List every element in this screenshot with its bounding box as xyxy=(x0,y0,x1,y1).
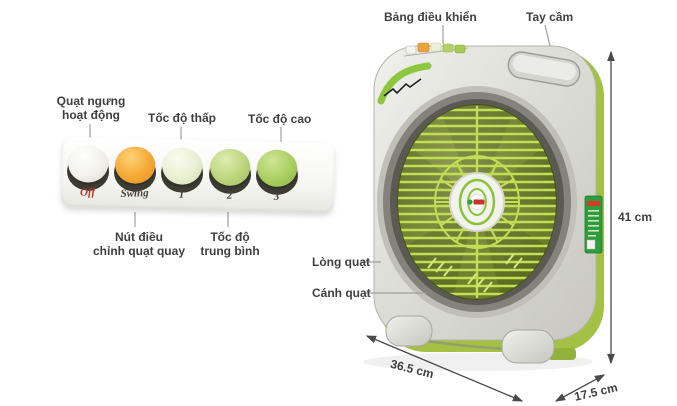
speed-3-button-label: 3 xyxy=(273,190,280,203)
speed-1-button-label: 1 xyxy=(178,188,185,201)
label-control-panel: Bảng điều khiển xyxy=(384,10,477,24)
brand-squiggle-icon xyxy=(377,62,432,105)
side-sticker xyxy=(584,195,603,254)
label-swing-button: Nút điều chỉnh quạt quay xyxy=(92,230,185,259)
hub-logo xyxy=(449,172,505,232)
label-cage: Lòng quạt xyxy=(312,255,370,269)
dimension-height: 41 cm xyxy=(618,210,653,224)
label-medium-speed: Tốc độ trung bình xyxy=(200,230,260,259)
hub-fins xyxy=(434,155,520,249)
speed-2-button-label: 2 xyxy=(226,189,233,202)
depth-arrow xyxy=(554,374,606,402)
top-control-buttons xyxy=(403,42,469,57)
label-handle: Tay cầm xyxy=(526,10,574,24)
label-low-speed: Tốc độ thấp xyxy=(148,111,216,125)
speed-2-button: 2 xyxy=(206,144,253,209)
swing-button-label: Swing xyxy=(120,187,149,200)
speed-3-button: 3 xyxy=(253,145,300,210)
control-buttons-closeup: Off Swing 1 2 3 xyxy=(61,136,335,214)
speed-1-button: 1 xyxy=(158,143,205,208)
label-blades: Cánh quạt xyxy=(312,286,371,300)
label-stop-function: Quạt ngưng hoạt động xyxy=(56,94,126,123)
blade-highlights xyxy=(427,253,523,293)
off-button-label: Off xyxy=(79,186,96,199)
off-button: Off xyxy=(64,141,111,206)
width-arrow xyxy=(365,335,524,402)
dimension-arrows xyxy=(365,50,615,402)
handle-cutout xyxy=(507,51,581,87)
swing-button: Swing xyxy=(111,142,158,207)
fan-grille xyxy=(377,86,577,318)
label-high-speed: Tốc độ cao xyxy=(248,112,312,126)
